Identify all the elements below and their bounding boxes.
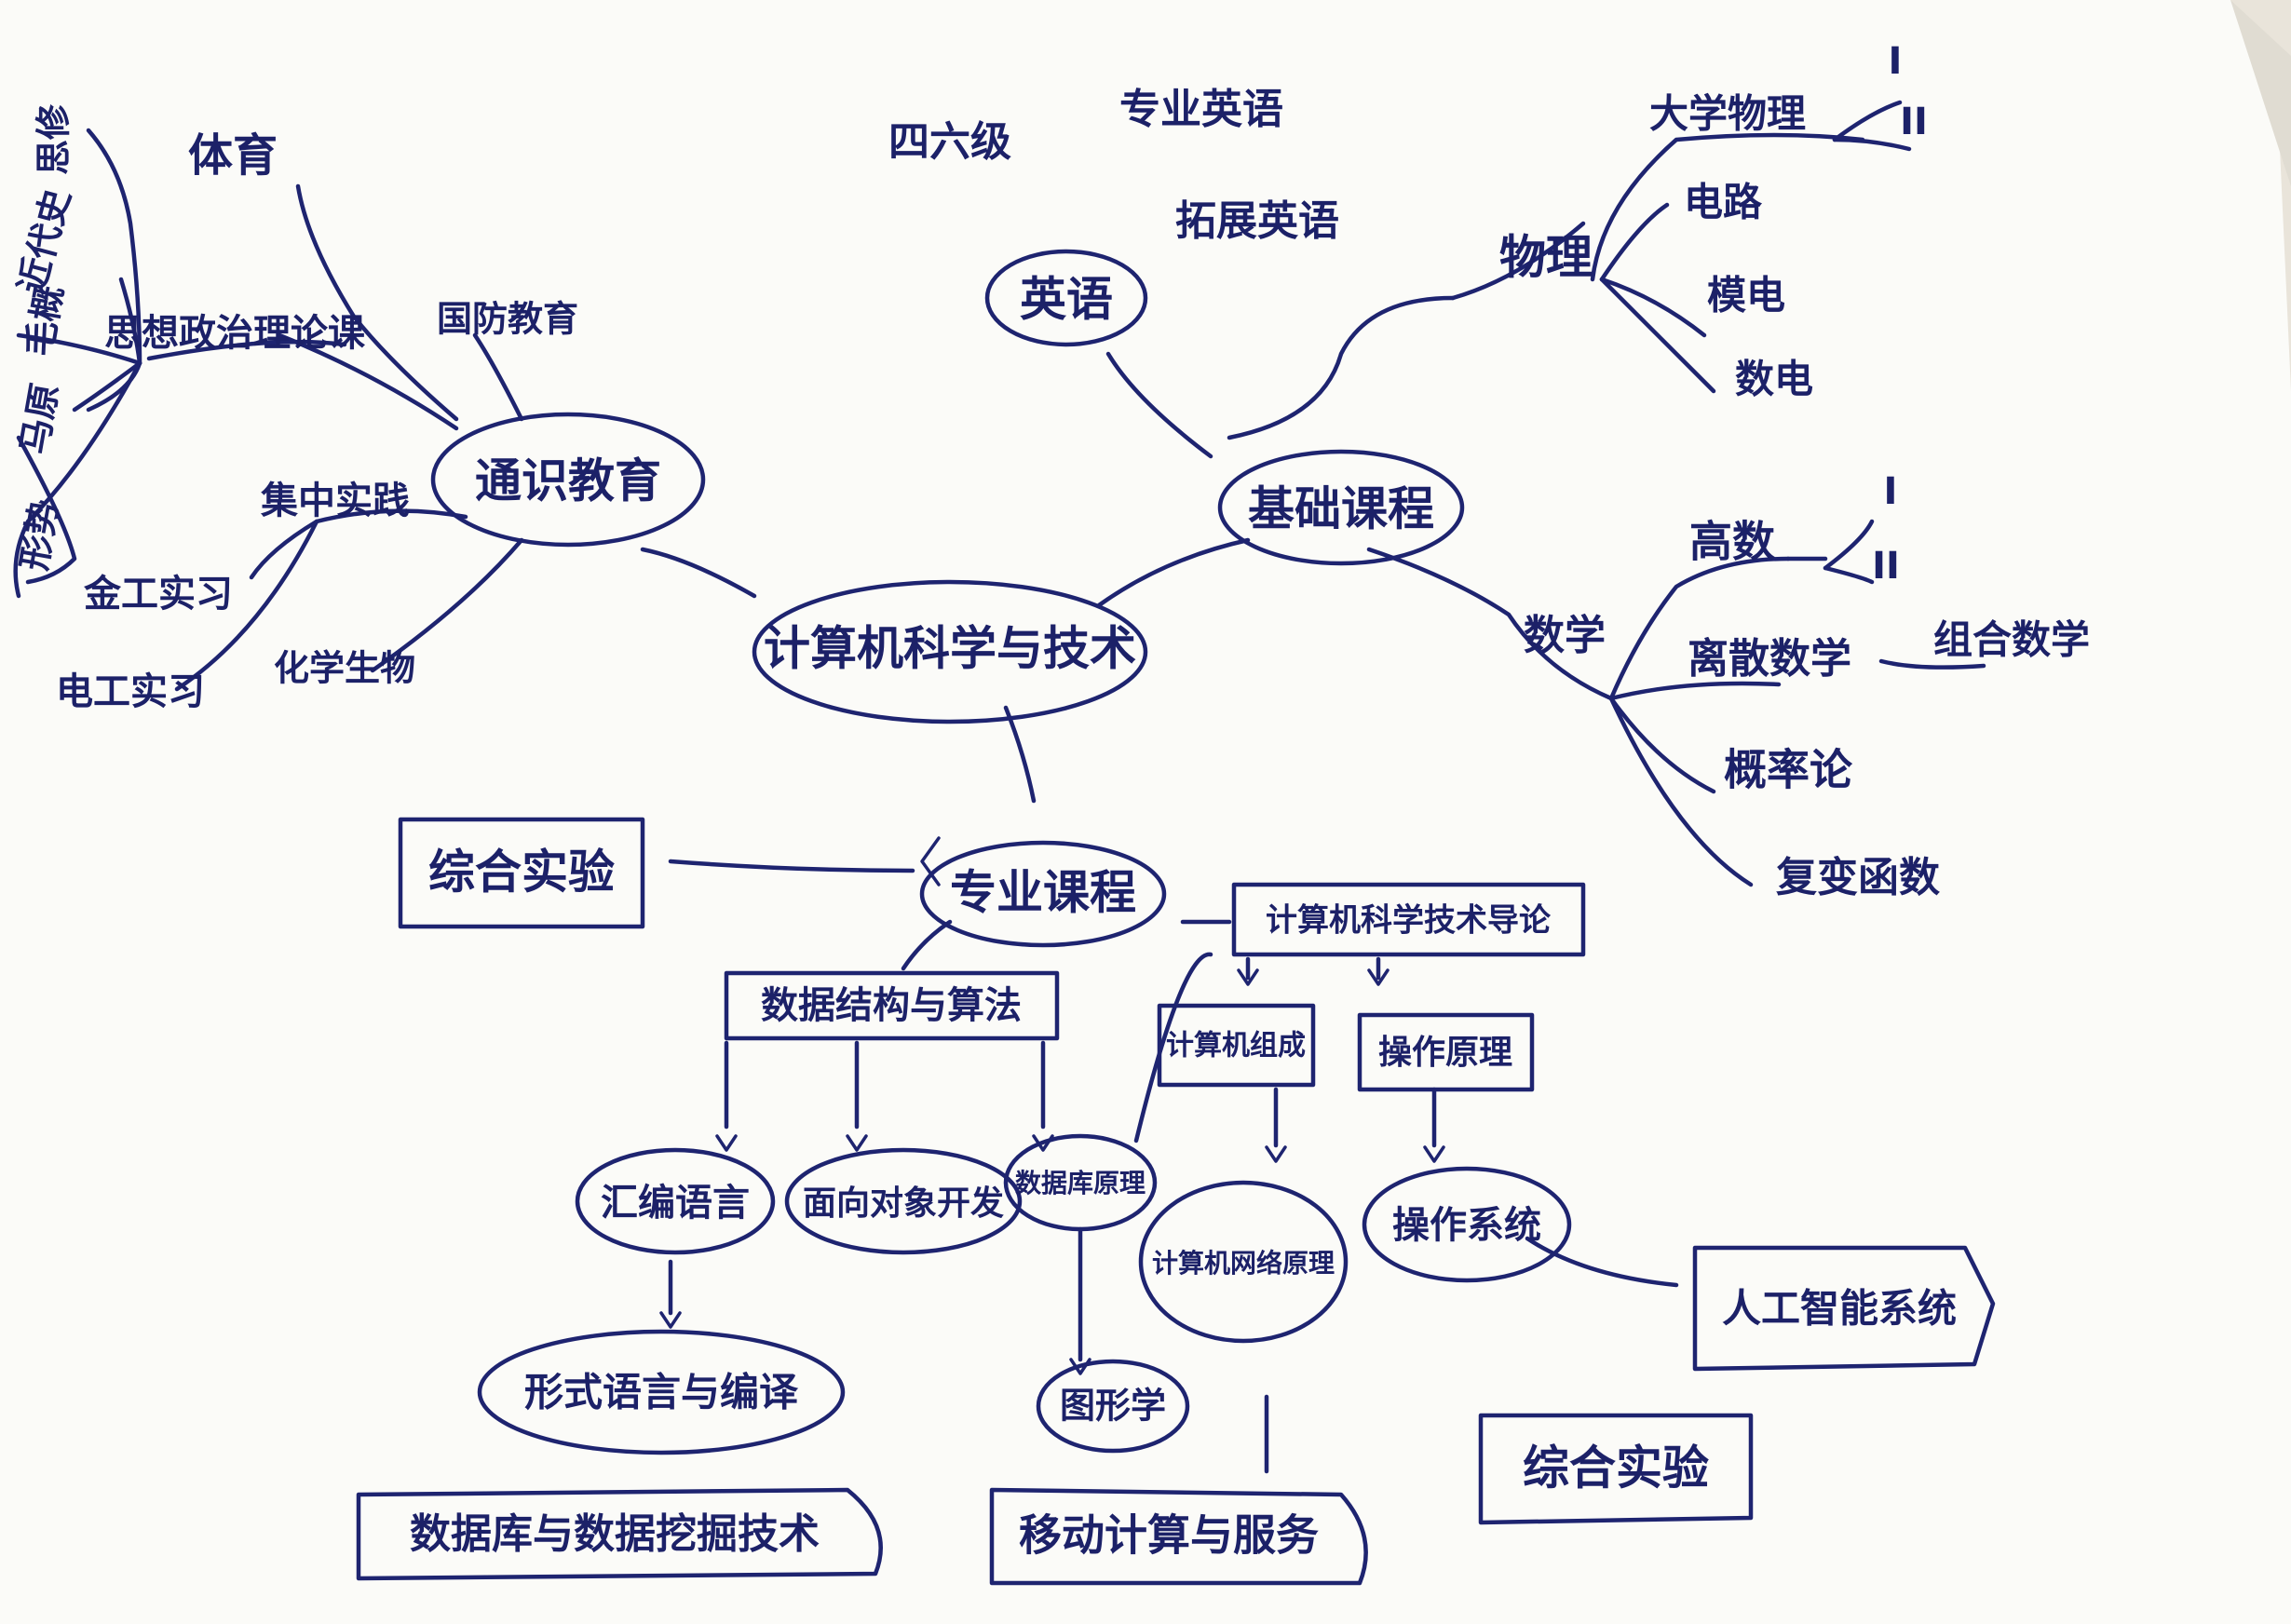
chem-label: 化学生物	[274, 648, 415, 689]
os-principles-box	[1357, 1012, 1535, 1092]
general-node-ellipse	[430, 412, 706, 548]
english-node-ellipse	[984, 249, 1148, 347]
comprehensive-right-box	[1478, 1413, 1754, 1525]
ideology-label: 思想政治理论课	[104, 312, 366, 355]
mobile-label: 移动计算与服务	[1019, 1510, 1319, 1561]
asm-node-ellipse	[575, 1147, 776, 1255]
calc-level-two-label: II	[1872, 545, 1900, 588]
pe-label: 体育	[188, 129, 278, 182]
labels: 计算机科学与技术 通识教育 基础课程 专业课程 体育 思想政治理论课 国防教育 …	[11, 40, 2090, 1561]
comprehensive-right-label: 综合实验	[1523, 1441, 1709, 1495]
combinatorics-label: 组合数学	[1933, 617, 2090, 663]
mobile-box	[989, 1487, 1368, 1586]
comprehensive-left-label: 综合实验	[428, 846, 615, 900]
practice-item-metal-label: 金工实习	[83, 573, 233, 616]
os-label: 操作系统	[1392, 1204, 1541, 1247]
math-item-probability-label: 概率论	[1724, 745, 1853, 795]
connector-lines	[13, 100, 1986, 1474]
english-label: 英语	[1020, 273, 1113, 327]
ai-box	[1692, 1245, 1996, 1372]
db-principles-label: 数据库原理	[1015, 1168, 1146, 1198]
oop-node-ellipse	[784, 1147, 1023, 1255]
ideology-item-sixiu-label: 思修	[34, 103, 75, 175]
basic-node-ellipse	[1217, 449, 1465, 566]
math-item-calculus-label: 高数	[1689, 517, 1775, 567]
math-label: 数学	[1524, 612, 1606, 659]
intro-box	[1231, 882, 1586, 957]
practice-label: 集中实践	[260, 480, 410, 522]
graphics-label: 图形学	[1060, 1386, 1166, 1427]
physics-item-analog-label: 模电	[1707, 273, 1785, 318]
os-node-ellipse	[1362, 1166, 1572, 1283]
ai-label: 人工智能系统	[1722, 1286, 1957, 1332]
db-principles-node-ellipse	[1003, 1133, 1158, 1232]
network-label: 计算机网络原理	[1152, 1248, 1335, 1279]
os-principles-label: 操作原理	[1378, 1034, 1512, 1072]
major-branch-label: 专业课程	[950, 866, 1136, 920]
math-item-complex-label: 复变函数	[1776, 854, 1940, 901]
physics-label: 物理	[1499, 231, 1593, 285]
physics-item-digital-label: 数电	[1735, 357, 1813, 402]
graphics-node-ellipse	[1036, 1359, 1190, 1454]
physics-level-one-label: I	[1889, 40, 1903, 83]
comprehensive-left-box	[398, 817, 645, 929]
composition-label: 计算机组成	[1166, 1030, 1306, 1062]
compiler-label: 形式语言与编译	[524, 1370, 799, 1415]
practice-item-electric-label: 电工实习	[56, 670, 205, 713]
basic-branch-label: 基础课程	[1248, 482, 1434, 536]
root-node-ellipse	[752, 579, 1148, 724]
military-label: 国防教育	[437, 299, 578, 340]
asm-label: 汇编语言	[601, 1182, 750, 1225]
ds-box	[724, 970, 1060, 1041]
english-item-extended-label: 拓展英语	[1175, 197, 1339, 245]
intro-label: 计算机科学技术导论	[1266, 902, 1552, 940]
general-branch-label: 通识教育	[475, 454, 661, 508]
network-node-ellipse	[1138, 1180, 1349, 1344]
paper-fold	[2230, 0, 2291, 186]
physics-item-circuit-label: 电路	[1684, 180, 1763, 225]
major-node-ellipse	[919, 840, 1167, 948]
node-shapes	[356, 249, 1996, 1586]
ds-label: 数据结构与算法	[761, 984, 1022, 1027]
composition-box	[1157, 1003, 1316, 1088]
db-tech-box	[356, 1487, 883, 1581]
english-item-professional-label: 专业英语	[1119, 86, 1283, 133]
root-label: 计算机科学与技术	[764, 622, 1136, 676]
compiler-node-ellipse	[477, 1329, 846, 1455]
oop-label: 面向对象开发	[803, 1184, 1004, 1223]
calc-level-one-label: I	[1884, 470, 1898, 513]
english-item-cet-label: 四六级	[888, 118, 1011, 166]
physics-level-two-label: II	[1900, 101, 1928, 143]
math-item-discrete-label: 离散数学	[1688, 635, 1851, 683]
db-tech-label: 数据库与数据挖掘技术	[410, 1510, 820, 1558]
physics-item-university-label: 大学物理	[1649, 91, 1806, 137]
